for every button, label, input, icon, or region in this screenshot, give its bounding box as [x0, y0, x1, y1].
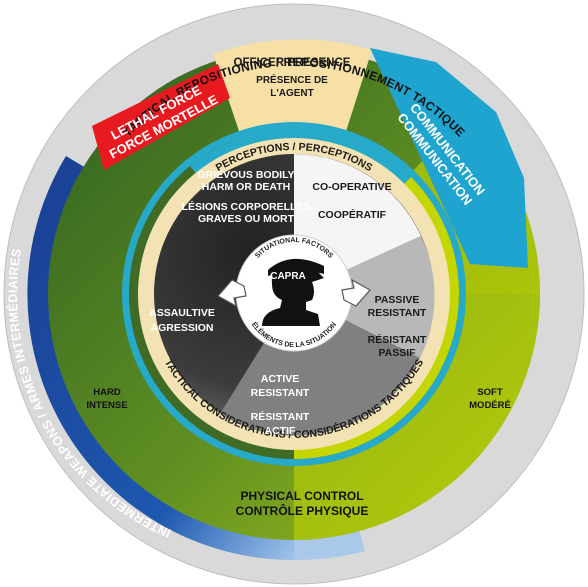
passive-fr-1: RÉSISTANT [368, 333, 427, 346]
grievous-fr-2: GRAVES OU MORT [198, 213, 295, 225]
officer-presence-fr-1: PRÉSENCE DE [256, 73, 328, 86]
communication-wedge [370, 48, 528, 268]
passive-en-2: RESISTANT [368, 307, 427, 319]
officer-presence-title: OFFICER PRESENCE [234, 57, 351, 69]
lethal-force-band [92, 64, 230, 170]
officer-presence-fr-2: L'AGENT [270, 88, 314, 99]
physical-control-en: PHYSICAL CONTROL [240, 489, 363, 503]
passive-fr-2: PASSIF [378, 347, 416, 359]
active-fr-2: ACTIF [265, 425, 296, 437]
passive-en-1: PASSIVE [375, 294, 420, 306]
active-en-1: ACTIVE [261, 373, 300, 385]
grievous-en-1: GRIEVOUS BODILY [197, 169, 294, 181]
assaultive-en: ASSAULTIVE [149, 307, 215, 319]
physical-control-fr: CONTRÔLE PHYSIQUE [236, 503, 369, 518]
hard-label: HARD [93, 387, 121, 398]
assaultive-fr: AGRESSION [150, 322, 213, 334]
active-fr-1: RÉSISTANT [251, 410, 310, 423]
soft-label: SOFT [477, 387, 503, 398]
soft-label-fr: MODÉRÉ [469, 400, 511, 411]
cooperative-fr: COOPÉRATIF [318, 208, 387, 221]
capra-officer-silhouette-icon [262, 258, 324, 326]
grievous-en-2: HARM OR DEATH [202, 181, 290, 193]
cooperative-en: CO-OPERATIVE [312, 181, 391, 193]
active-sector [220, 294, 420, 436]
active-en-2: RESISTANT [251, 387, 310, 399]
hard-label-fr: INTENSE [86, 400, 127, 411]
grievous-fr-1: LÉSIONS CORPORELLES [182, 200, 311, 213]
capra-label: CAPRA [270, 271, 306, 282]
circular-arrow-icon [217, 278, 371, 308]
